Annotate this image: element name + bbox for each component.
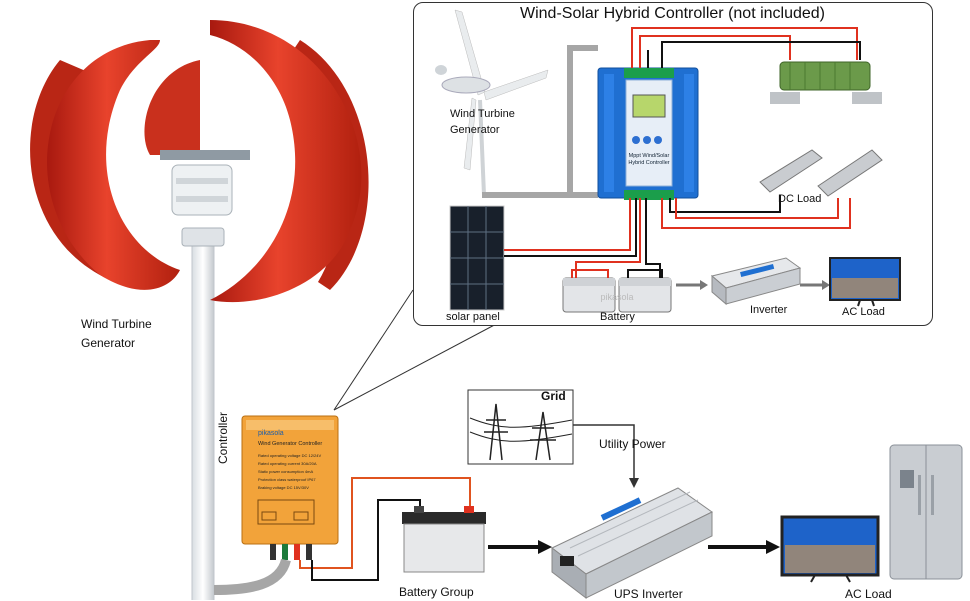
battery-group: [402, 506, 486, 573]
controller-title: Wind Generator Controller: [258, 441, 322, 447]
solar-panel: [449, 205, 505, 311]
dc-load-label: DC Load: [778, 193, 822, 205]
grid-towers: [467, 389, 574, 465]
dc-load-lights: [759, 149, 883, 197]
inverter-label: Inverter: [750, 304, 788, 316]
battery-group-label: Battery Group: [399, 585, 474, 599]
controller-spec-2: Rated operating current 30A/20A: [258, 461, 317, 466]
inset-ac-load-label: AC Load: [842, 306, 885, 318]
grid-label: Grid: [541, 389, 566, 403]
solar-panel-label: solar panel: [446, 311, 500, 323]
ac-load-tv: [780, 515, 880, 583]
controller-spec-5: Braking voltage DC 15V/30V: [258, 485, 309, 490]
inset-title: Wind-Solar Hybrid Controller (not includ…: [520, 5, 826, 22]
refrigerator: [889, 444, 963, 580]
controller-side-label: Controller: [216, 411, 230, 464]
inset-turbine-label-2: Generator: [450, 124, 500, 136]
dump-load-resistor: [770, 61, 882, 104]
battery-pair: [562, 277, 672, 313]
small-wind-turbine: [435, 9, 549, 196]
hybrid-controller: [597, 67, 699, 200]
utility-power-label: Utility Power: [599, 437, 666, 451]
battery-label: Battery: [600, 311, 635, 323]
wind-generator-controller: [241, 415, 339, 560]
turbine-label-line2: Generator: [81, 336, 136, 350]
controller-brand: pikasola: [258, 430, 284, 437]
turbine-label-line1: Wind Turbine: [81, 317, 152, 331]
controller-spec-3: Static power consumption 4mA: [258, 469, 313, 474]
inverter-small: [710, 257, 802, 306]
controller-text-2: Hybrid Controller: [628, 160, 669, 166]
controller-spec-1: Rated operating voltage DC 12/24V: [258, 453, 321, 458]
battery-brand: pikasola: [600, 292, 633, 302]
ups-inverter-label: UPS Inverter: [614, 587, 683, 601]
ups-inverter: [551, 487, 713, 600]
ac-load-label: AC Load: [845, 587, 892, 601]
controller-text-1: Mppt Wind/Solar: [629, 153, 670, 159]
inset-turbine-label-1: Wind Turbine: [450, 108, 515, 120]
vertical-wind-turbine: [30, 20, 369, 600]
controller-spec-4: Protection class waterproof IP67: [258, 477, 316, 482]
ac-load-tv-small: [829, 257, 901, 307]
